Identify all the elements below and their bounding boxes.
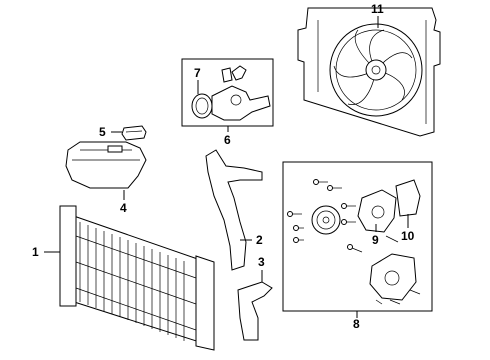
thermostat-housing	[191, 65, 271, 121]
callout-7: 7	[194, 66, 201, 80]
callout-6: 6	[224, 133, 231, 147]
callout-1: 1	[32, 245, 39, 259]
upper-radiator-hose	[205, 149, 263, 271]
callout-4: 4	[120, 201, 127, 215]
water-pump-components	[287, 179, 421, 305]
callout-3: 3	[258, 255, 265, 269]
callout-2: 2	[256, 233, 263, 247]
callout-8: 8	[353, 317, 360, 331]
callout-5: 5	[99, 125, 106, 139]
callout-11: 11	[371, 2, 384, 16]
fan-shroud-assembly	[297, 7, 441, 137]
reservoir-cap	[121, 125, 147, 141]
radiator	[59, 205, 215, 351]
lower-radiator-hose	[237, 281, 273, 341]
callout-9: 9	[372, 233, 379, 247]
callout-10: 10	[401, 229, 415, 243]
coolant-reservoir	[65, 141, 147, 189]
